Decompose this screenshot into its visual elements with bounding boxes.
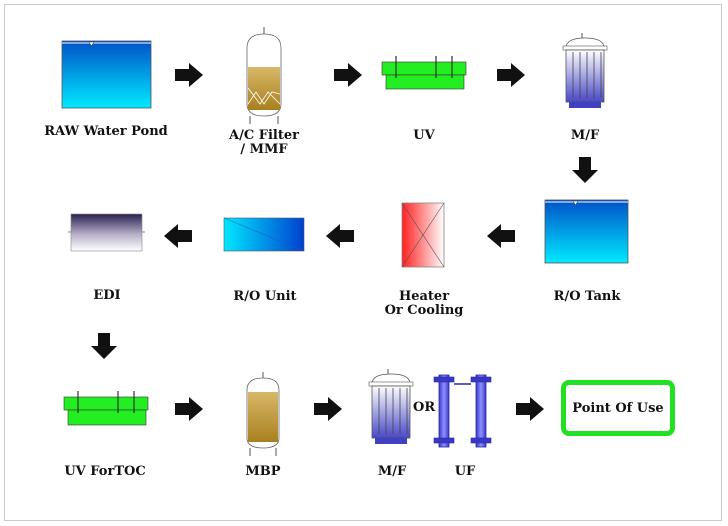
arrow-right-5 xyxy=(314,397,342,421)
label-uv-for-toc: UV ForTOC xyxy=(64,464,146,479)
raw-water-pond-tank xyxy=(61,40,152,109)
edi-unit xyxy=(68,213,145,252)
label-heater-cooling: Heater Or Cooling xyxy=(373,290,475,318)
heater-cooler-unit xyxy=(401,202,445,268)
label-uf: UF xyxy=(454,464,476,479)
label-or: OR xyxy=(413,400,436,415)
mbp-vessel xyxy=(246,372,280,456)
label-mbp: MBP xyxy=(245,464,281,479)
arrow-right-4 xyxy=(175,397,203,421)
arrow-left-2 xyxy=(326,224,354,248)
uv-for-toc-unit xyxy=(63,391,149,426)
label-ro-tank: R/O Tank xyxy=(553,289,621,304)
label-raw-water-pond: RAW Water Pond xyxy=(44,124,168,139)
label-uv: UV xyxy=(413,128,435,143)
arrow-left-3 xyxy=(164,224,192,248)
arrow-right-3 xyxy=(497,63,525,87)
mf-filter-housing-top xyxy=(562,33,608,108)
ro-unit xyxy=(223,217,305,252)
label-ac-filter: A/C Filter / MMF xyxy=(219,129,309,157)
arrow-right-6 xyxy=(516,397,544,421)
arrow-right-1 xyxy=(175,63,203,87)
label-ac-filter-line2: / MMF xyxy=(240,142,288,157)
arrow-down-2 xyxy=(91,333,117,359)
label-heater-line2: Or Cooling xyxy=(384,303,464,318)
arrow-right-2 xyxy=(334,63,362,87)
ac-filter-vessel xyxy=(246,27,282,124)
label-ro-unit: R/O Unit xyxy=(233,289,297,304)
point-of-use-box: Point Of Use xyxy=(561,380,675,436)
label-heater-line1: Heater xyxy=(398,289,450,304)
uf-module xyxy=(433,374,492,448)
label-ac-filter-line1: A/C Filter xyxy=(229,128,299,143)
label-mf-bottom: M/F xyxy=(377,464,407,479)
arrow-left-1 xyxy=(487,224,515,248)
uv-unit xyxy=(381,56,467,90)
ro-tank xyxy=(544,199,629,264)
arrow-down-1 xyxy=(572,157,598,183)
label-point-of-use: Point Of Use xyxy=(572,400,664,416)
mf-filter-housing-bottom xyxy=(368,369,414,444)
label-mf-top: M/F xyxy=(570,128,600,143)
label-edi: EDI xyxy=(93,288,121,303)
